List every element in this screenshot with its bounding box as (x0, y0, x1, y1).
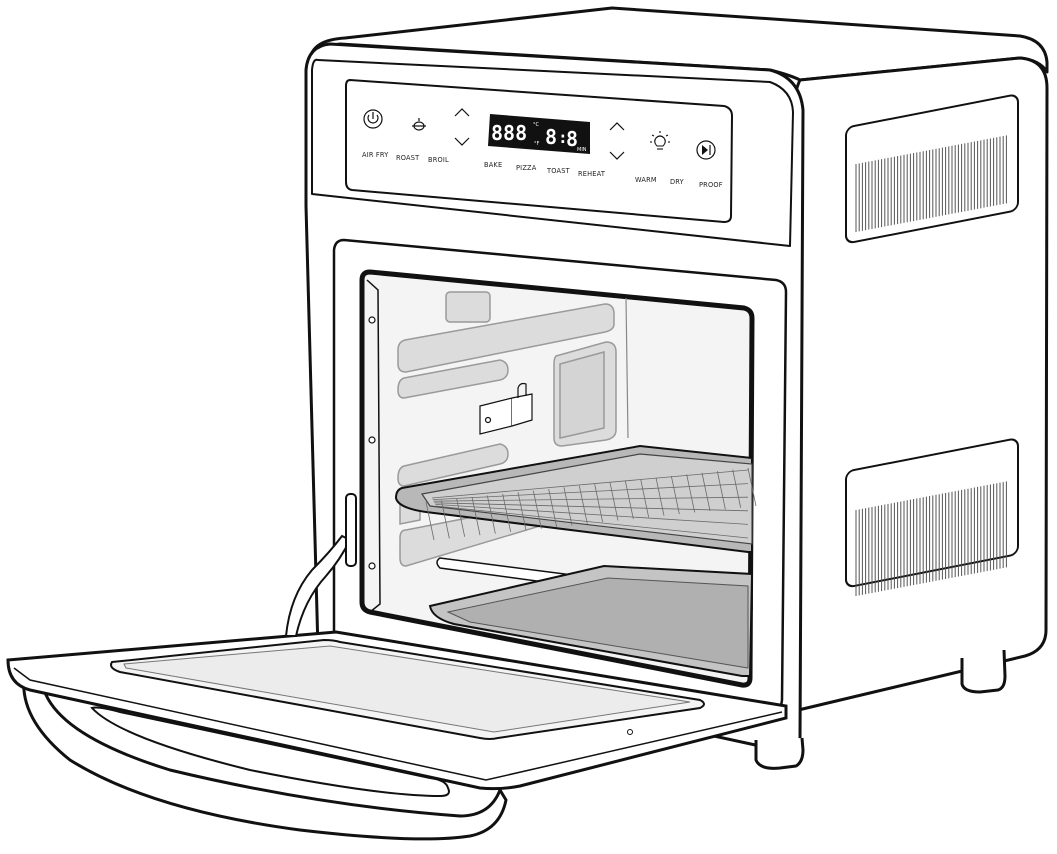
temp-down-arrow[interactable] (454, 137, 470, 146)
mesh-wire (456, 498, 466, 537)
mesh-wire (434, 502, 749, 512)
vent-slats (855, 135, 1007, 596)
mesh-wire (431, 469, 749, 499)
front-foot (754, 737, 805, 770)
mesh-wire (432, 483, 749, 500)
mesh-wire (747, 467, 757, 507)
display-screen (488, 114, 590, 154)
side-vents (845, 94, 1019, 588)
oven-door[interactable] (6, 630, 788, 841)
mesh-wire (548, 488, 558, 528)
label-bake[interactable]: BAKE (484, 161, 502, 169)
control-panel: 888 °C °F 8 : 8 MIN 88 (345, 78, 734, 224)
led-display: 888 °C °F 8 : 8 MIN 88 (488, 114, 590, 154)
door-slab-edge (13, 667, 783, 781)
temp-up-arrow[interactable] (454, 108, 470, 117)
mesh-wire (624, 480, 634, 520)
play-pause-icon[interactable] (696, 140, 716, 160)
front-bezel (311, 58, 794, 247)
mesh-wire (716, 471, 726, 510)
door-window-inner (123, 645, 691, 733)
label-air-fry[interactable]: AIR FRY (362, 151, 389, 159)
door-pin-upper (368, 316, 376, 324)
door-handle-groove (90, 706, 450, 798)
door-hinge-arm (284, 493, 357, 637)
label-roast[interactable]: ROAST (396, 154, 420, 162)
unit-celsius: °C (533, 122, 540, 128)
mesh-wire (686, 474, 696, 513)
time-readout-hours: 8 (545, 125, 557, 149)
label-warm[interactable]: WARM (635, 176, 657, 184)
heater-panel-inner (559, 351, 605, 439)
time-readout-minutes: 8 (566, 127, 578, 151)
mesh-wire (425, 501, 435, 541)
drip-tray (428, 564, 754, 677)
lower-vent (845, 438, 1019, 588)
mesh-wire (670, 476, 680, 515)
mesh-wire (655, 477, 665, 516)
mesh-wire (594, 484, 604, 523)
door-screw (627, 729, 633, 735)
mesh-wire (517, 492, 527, 531)
time-separator: : (558, 128, 568, 147)
rotisserie-bracket (479, 382, 533, 435)
label-proof[interactable]: PROOF (699, 181, 723, 189)
door-pin-lower (368, 562, 376, 570)
mesh-grid (425, 467, 757, 541)
label-toast[interactable]: TOAST (546, 167, 571, 175)
temperature-readout: 888 (491, 121, 527, 145)
mesh-wire (435, 504, 749, 525)
control-panel-frame (345, 78, 734, 224)
mid-rack-guide (397, 443, 509, 487)
back-wall-edge (625, 297, 629, 439)
right-foot (960, 649, 1007, 694)
mesh-wire (486, 495, 496, 534)
light-cover (445, 291, 491, 323)
mesh-wire (532, 490, 542, 529)
door-pin-middle (368, 436, 376, 444)
light-icon[interactable] (650, 131, 670, 150)
label-dry[interactable]: DRY (670, 178, 685, 186)
cavity-left-edge (366, 279, 381, 613)
time-up-arrow[interactable] (609, 122, 625, 131)
power-icon[interactable] (363, 109, 383, 129)
unit-fahrenheit: °F (534, 141, 540, 147)
mesh-wire (433, 496, 749, 502)
label-reheat[interactable]: REHEAT (578, 170, 606, 178)
drip-tray-inner (446, 577, 749, 669)
upper-rack-guide-2 (397, 359, 509, 399)
time-down-arrow[interactable] (609, 151, 625, 160)
unit-min: MIN (577, 147, 587, 153)
upper-vent (845, 94, 1019, 244)
label-broil[interactable]: BROIL (428, 156, 449, 164)
mesh-wire (732, 469, 742, 508)
upper-rack-guide-1 (397, 303, 615, 373)
mesh-wire (609, 482, 619, 521)
mesh-wire (435, 505, 749, 539)
label-pizza[interactable]: PIZZA (516, 164, 537, 172)
mesh-wire (701, 472, 711, 511)
rotisserie-icon[interactable] (412, 118, 426, 131)
door-handle[interactable] (22, 675, 508, 841)
